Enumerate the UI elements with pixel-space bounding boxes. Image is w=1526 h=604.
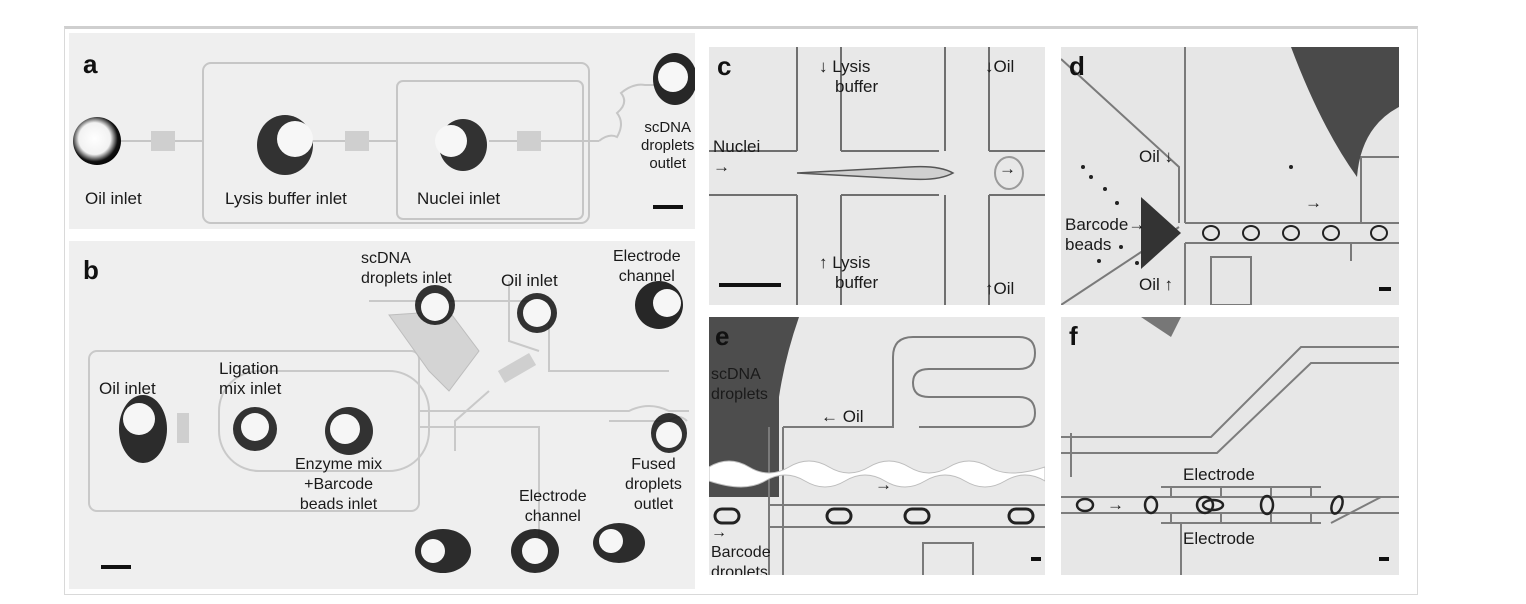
electrode-top-label: Electrode	[1183, 465, 1255, 484]
scdna-outlet-label: scDNA droplets outlet	[641, 119, 695, 172]
panel-c: c ↓ Lysis buffer ↓Oil Nuclei → → ↑ Lysis…	[709, 47, 1045, 305]
barcode-beads-label: Barcode→ beads	[1065, 215, 1146, 254]
panel-a: a Oil inlet Lysis buffer inlet Nuclei in…	[69, 33, 695, 229]
panel-e-label: e	[715, 321, 730, 351]
nuclei-inlet-label: Nuclei inlet	[417, 189, 501, 208]
scdna-droplets-inlet-label: scDNA droplets inlet	[361, 250, 452, 287]
electrode-bottom-label: Electrode	[1183, 529, 1255, 548]
barcode-droplets-label: → Barcode droplets	[711, 524, 771, 575]
figure: a Oil inlet Lysis buffer inlet Nuclei in…	[64, 26, 1418, 595]
panel-a-device-image	[73, 53, 695, 224]
scale-bar	[101, 565, 131, 569]
lysis-buffer-bottom-label: ↑ Lysis buffer	[819, 253, 879, 292]
panel-a-label: a	[83, 49, 98, 79]
fused-droplets-outlet-label: Fused droplets outlet	[625, 456, 682, 513]
scdna-droplets-label: scDNA droplets	[711, 366, 768, 403]
panel-f-label: f	[1069, 321, 1078, 351]
oil-bottom-label: Oil ↑	[1139, 275, 1174, 294]
panel-e-micrograph	[709, 317, 1045, 575]
electrode-channel-top-label: Electrode channel	[613, 248, 681, 285]
oil-top-label: Oil ↓	[1139, 147, 1174, 166]
panel-d: d Oil ↓ → Barcode→ beads Oil ↑	[1061, 47, 1399, 305]
panel-d-micrograph	[1061, 47, 1399, 305]
oil-top-label: ↓Oil	[985, 57, 1015, 76]
enzyme-mix-barcode-beads-inlet-label: Enzyme mix +Barcode beads inlet	[295, 456, 383, 513]
ligation-mix-inlet-label: Ligation mix inlet	[219, 359, 282, 398]
scale-bar	[653, 205, 683, 209]
panel-c-label: c	[717, 51, 732, 81]
oil-inlet-top-label: Oil inlet	[501, 271, 558, 290]
panel-b-device-image	[88, 281, 689, 573]
lysis-buffer-inlet-label: Lysis buffer inlet	[225, 189, 347, 208]
panel-f-micrograph	[1061, 317, 1399, 575]
lysis-buffer-top-label: ↓ Lysis buffer	[819, 57, 879, 96]
panel-b-label: b	[83, 255, 99, 285]
panel-d-label: d	[1069, 51, 1085, 81]
panel-c-micrograph	[709, 47, 1045, 305]
scale-bar	[1379, 287, 1391, 291]
scale-bar	[719, 283, 781, 287]
flow-arrow: →	[1107, 495, 1124, 514]
scale-bar	[1031, 557, 1041, 561]
oil-inlet-left-label: Oil inlet	[99, 379, 156, 398]
panel-f: f Electrode → Electrode	[1061, 317, 1399, 575]
flow-arrow: →	[875, 475, 892, 494]
oil-label: ← Oil	[821, 407, 864, 426]
flow-arrow: →	[1305, 193, 1322, 212]
nuclei-label: Nuclei →	[713, 137, 761, 176]
panel-e: e scDNA droplets ← Oil → → Barcode dropl…	[709, 317, 1045, 575]
panel-b: b scDNA droplets inlet Oil inlet Electro…	[69, 241, 695, 589]
oil-bottom-label: ↑Oil	[985, 279, 1015, 298]
flow-arrow: →	[999, 159, 1016, 178]
electrode-channel-bottom-label: Electrode channel	[519, 488, 587, 525]
scale-bar	[1379, 557, 1389, 561]
oil-inlet-label: Oil inlet	[85, 189, 142, 208]
